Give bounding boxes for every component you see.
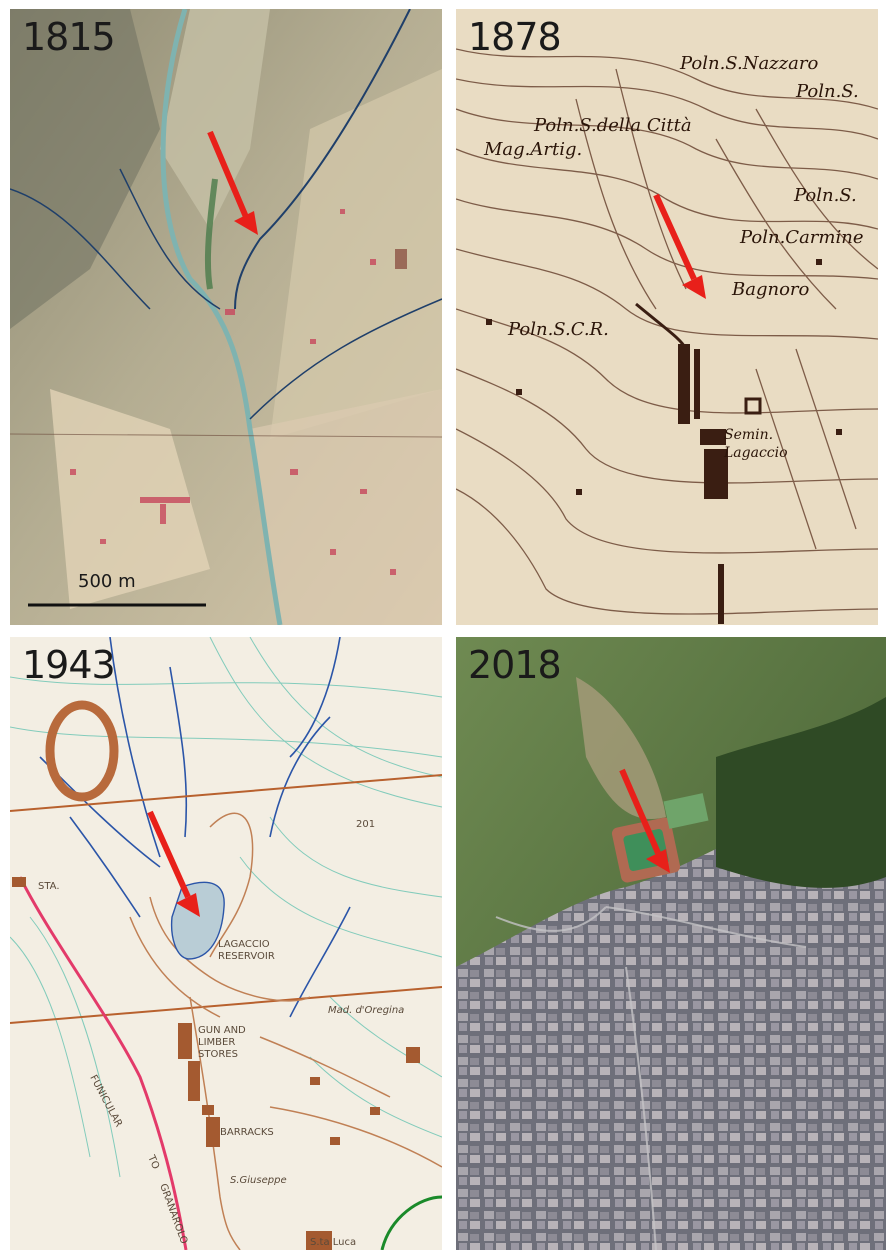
label-1878-6: Bagnoro (731, 279, 810, 300)
label-1878-4: Poln.S. (793, 185, 857, 206)
label-1943-2: GUN AND (198, 1025, 246, 1036)
label-1943-10: Mad. d'Oregina (328, 1005, 404, 1016)
label-1943-9: STA. (38, 881, 60, 892)
label-1943-0: LAGACCIO (218, 939, 270, 950)
red-arrow-head (234, 211, 258, 235)
label-1878-9: Lagaccio (723, 445, 788, 461)
label-1878-8: Semin. (724, 427, 773, 443)
label-1878-0: Poln.S.Nazzaro (679, 53, 818, 74)
label-1943-1: RESERVOIR (218, 951, 275, 962)
map-panel-2018: 2018 (456, 637, 886, 1250)
map-1815-drawing (10, 9, 442, 625)
label-1943-11: S.Giuseppe (230, 1175, 287, 1186)
year-label: 2018 (468, 643, 562, 687)
label-1878-3: Mag.Artig. (483, 139, 582, 160)
red-arrow-head (646, 849, 670, 873)
red-arrow-icon (619, 768, 661, 855)
red-arrow-icon (207, 130, 249, 219)
label-1878-5: Poln.Carmine (739, 227, 863, 248)
map-panel-1878: Poln.S.Nazzaro Poln.S. Poln.S.della Citt… (456, 9, 878, 625)
year-label: 1815 (22, 15, 116, 59)
label-1878-2: Poln.S.della Città (533, 115, 692, 136)
map-1943-drawing: LAGACCIO RESERVOIR GUN AND LIMBER STORES… (10, 637, 442, 1250)
label-1943-13: 201 (356, 819, 375, 830)
red-arrow-icon (653, 193, 697, 281)
label-1878-1: Poln.S. (795, 81, 859, 102)
label-1943-3: LIMBER (198, 1037, 235, 1048)
red-arrow-head (176, 893, 200, 917)
map-panel-1815: 1815 500 m (10, 9, 442, 625)
red-arrow-head (682, 275, 706, 299)
year-label: 1943 (22, 643, 116, 687)
label-1943-12: S.ta Luca (310, 1237, 356, 1248)
label-1943-4: STORES (198, 1049, 238, 1060)
label-1943-5: BARRACKS (220, 1127, 274, 1138)
scale-bar-label: 500 m (78, 571, 136, 592)
red-arrow-icon (147, 810, 191, 899)
map-2018-photo (456, 637, 886, 1250)
map-1878-drawing: Poln.S.Nazzaro Poln.S. Poln.S.della Citt… (456, 9, 878, 625)
label-1878-7: Poln.S.C.R. (507, 319, 609, 340)
year-label: 1878 (468, 15, 562, 59)
map-panel-1943: LAGACCIO RESERVOIR GUN AND LIMBER STORES… (10, 637, 442, 1250)
